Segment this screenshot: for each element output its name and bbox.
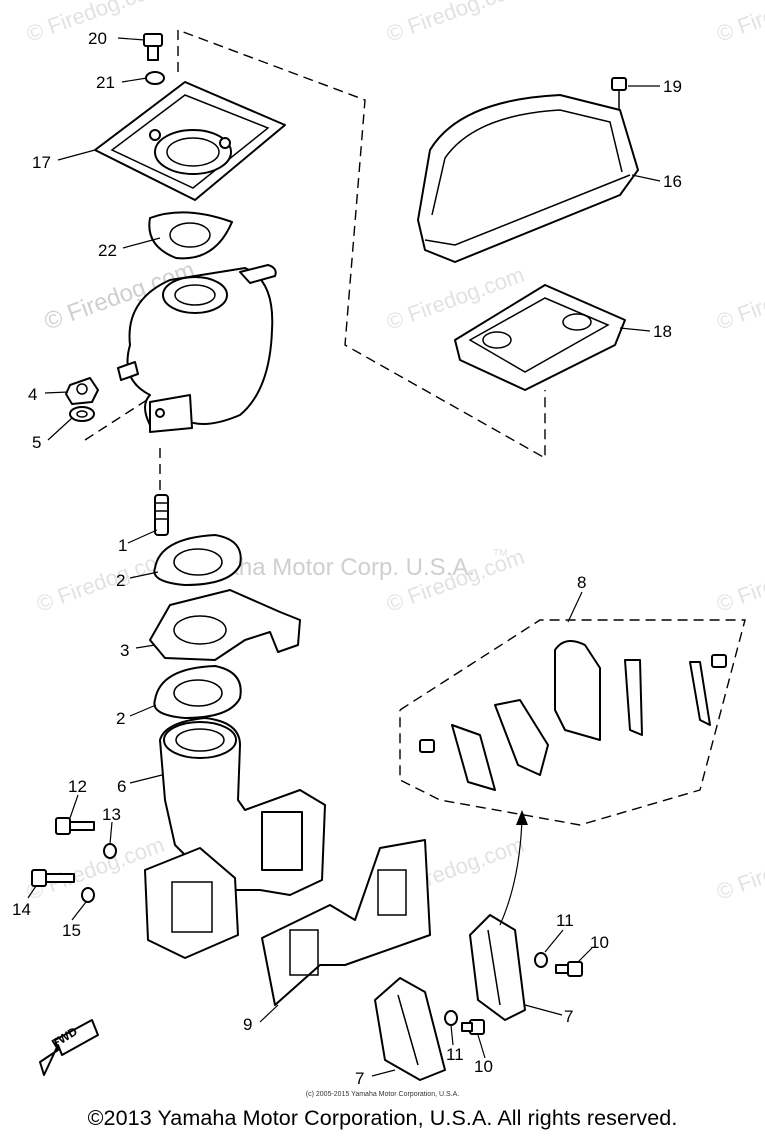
reed-assembly-8 (419, 640, 727, 791)
washer-5 (69, 406, 95, 422)
trademark-symbol: TM (493, 548, 507, 559)
callout-9: 9 (243, 1015, 252, 1034)
callout-11-lower: 11 (446, 1045, 464, 1064)
filter-18 (454, 284, 626, 391)
assembly-lines (84, 28, 746, 826)
callout-11-upper: 11 (556, 911, 574, 930)
small-copyright: (c) 2005-2015 Yamaha Motor Corporation, … (305, 1091, 460, 1098)
washer-15 (81, 887, 95, 903)
callout-1: 1 (118, 536, 127, 555)
callout-15: 15 (62, 921, 81, 940)
callout-16: 16 (663, 172, 682, 191)
gasket-22 (148, 211, 233, 260)
bolt-10-upper (555, 961, 583, 977)
nut-4 (65, 377, 99, 405)
callout-10-upper: 10 (590, 933, 609, 952)
callout-8: 8 (577, 573, 586, 592)
washer-13 (103, 843, 117, 859)
assembly-arrow (499, 810, 528, 926)
washer-21 (145, 71, 165, 85)
bolt-10-lower (461, 1019, 485, 1035)
watermark: © Firedog.com (33, 544, 177, 617)
callouts: 20 21 17 22 4 5 1 2 3 2 6 12 13 14 15 19… (12, 29, 682, 1088)
washer-11-upper (534, 952, 548, 968)
callout-6: 6 (117, 777, 126, 796)
reed-housing (144, 847, 239, 959)
callout-12: 12 (68, 777, 87, 796)
stud-1 (154, 494, 169, 536)
gasket-2-lower (153, 665, 242, 719)
watermark: © Firedog.com (713, 0, 765, 47)
watermark: © Firedog.com (713, 544, 765, 617)
copyright-footer: ©2013 Yamaha Motor Corporation, U.S.A. A… (87, 1106, 678, 1130)
bolt-12 (55, 817, 95, 835)
callout-21: 21 (96, 73, 115, 92)
callout-7-lower: 7 (355, 1069, 364, 1088)
callout-14: 14 (12, 900, 31, 919)
callout-2-upper: 2 (116, 571, 125, 590)
bracket-3 (149, 589, 301, 661)
callout-7-upper: 7 (564, 1007, 573, 1026)
callout-3: 3 (120, 641, 129, 660)
callout-13: 13 (102, 805, 121, 824)
callout-4: 4 (28, 385, 37, 404)
callout-17: 17 (32, 153, 51, 172)
bolt-14 (31, 869, 75, 887)
washer-11-lower (444, 1010, 458, 1026)
callout-2-lower: 2 (116, 709, 125, 728)
reed-valve-7-upper (469, 914, 526, 1021)
gasket-9 (261, 839, 431, 1006)
fwd-arrow-icon: FWD (39, 1019, 99, 1076)
carburetor (117, 264, 277, 433)
callout-5: 5 (32, 433, 41, 452)
gasket-2-upper (153, 534, 242, 586)
callout-22: 22 (98, 241, 117, 260)
watermark: © Firedog.com (713, 262, 765, 335)
callout-20: 20 (88, 29, 107, 48)
cover-plate-17 (94, 81, 286, 201)
silencer-cover-16 (417, 94, 639, 263)
callout-19: 19 (663, 77, 682, 96)
callout-18: 18 (653, 322, 672, 341)
watermark: © Firedog.com (383, 0, 527, 47)
reed-valve-7-lower (374, 977, 446, 1081)
bolt-20 (143, 33, 163, 61)
leader-lines (27, 37, 661, 1077)
watermark: © Firedog.com (713, 832, 765, 905)
callout-10-lower: 10 (474, 1057, 493, 1076)
